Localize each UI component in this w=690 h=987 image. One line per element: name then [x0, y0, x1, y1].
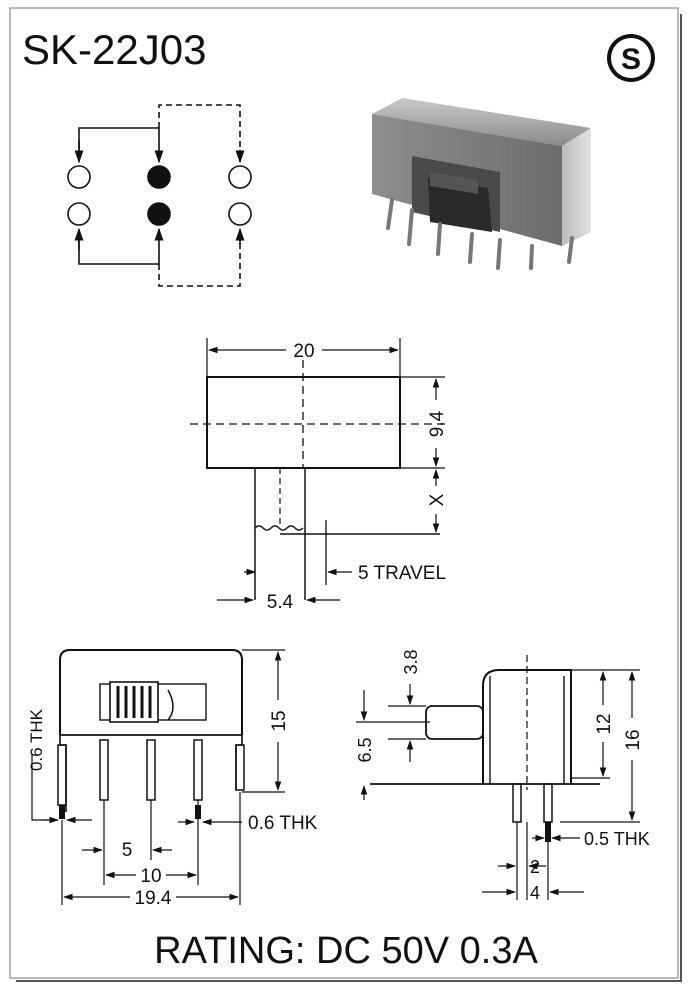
dim-thk-bottom-label: 0.6 THK	[248, 813, 318, 834]
dim-overall-width-label: 19.4	[135, 888, 172, 909]
dim-thk-side-label: 0.5 THK	[584, 829, 650, 849]
dim-side-16-label: 16	[623, 729, 644, 750]
dim-width-label: 20	[293, 341, 314, 362]
model-title: SK-22J03	[22, 26, 206, 73]
dim-thk-left-label: 0.6 THK	[27, 708, 46, 771]
dim-pitch-10-label: 10	[140, 866, 161, 887]
rating-text: RATING: DC 50V 0.3A	[154, 930, 538, 972]
top-view-drawing	[190, 338, 450, 604]
product-photo	[372, 98, 591, 270]
dim-pitch-5-label: 5	[122, 840, 133, 861]
dim-travel-label: 5 TRAVEL	[358, 563, 446, 584]
dim-actuator-width-label: 5.4	[267, 592, 294, 613]
dim-side-4-label: 4	[530, 883, 540, 903]
front-view-drawing	[31, 649, 285, 905]
dim-x-label: X	[427, 493, 448, 506]
dim-side-6-5-label: 6.5	[355, 737, 375, 762]
brand-logo-letter: S	[621, 43, 641, 76]
side-view-drawing	[356, 655, 640, 900]
dim-height-front-label: 15	[269, 710, 290, 731]
brand-logo-icon: S	[607, 34, 655, 82]
circuit-schematic	[67, 104, 252, 287]
page-frame	[9, 7, 679, 979]
dim-side-2-label: 2	[530, 857, 540, 877]
dim-side-12-label: 12	[594, 713, 615, 734]
dim-height-label: 9.4	[427, 410, 448, 437]
dim-side-3-8-label: 3.8	[401, 649, 421, 674]
